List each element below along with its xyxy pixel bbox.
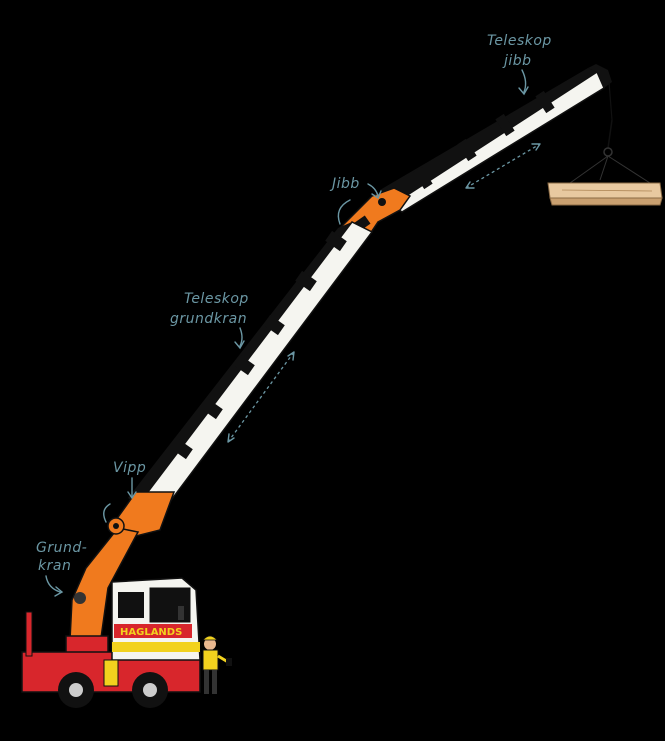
- svg-text:jibb: jibb: [502, 53, 532, 69]
- label-teleskop-jibb: Teleskop jibb: [487, 33, 552, 94]
- svg-text:Jibb: Jibb: [329, 176, 360, 192]
- svg-text:Teleskop: Teleskop: [184, 291, 249, 307]
- truck: HAGLANDS: [22, 578, 200, 708]
- wheel-rear: [58, 672, 94, 708]
- svg-text:Teleskop: Teleskop: [487, 33, 552, 49]
- worker-figure: [203, 636, 232, 694]
- svg-text:Grund-: Grund-: [36, 540, 87, 556]
- svg-text:Vipp: Vipp: [113, 460, 146, 476]
- label-teleskop-grundkran: Teleskop grundkran: [170, 291, 249, 348]
- truck-logo: HAGLANDS: [120, 627, 182, 638]
- wheel-front: [132, 672, 168, 708]
- svg-text:grundkran: grundkran: [170, 311, 247, 327]
- telescopic-main-boom: [116, 222, 372, 540]
- svg-text:kran: kran: [38, 558, 71, 574]
